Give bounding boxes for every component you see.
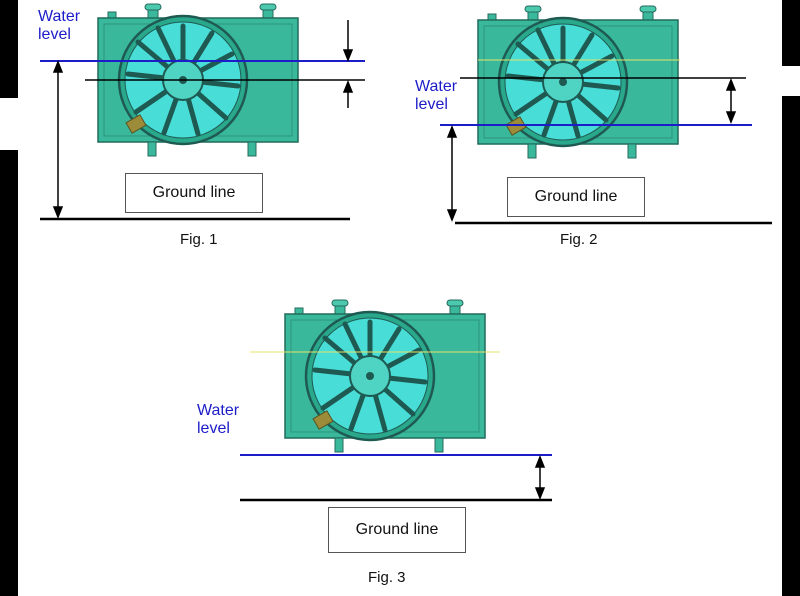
fig2-fan-unit [478,6,678,158]
fig3-water-label-line1: Water [197,402,240,419]
fig3-caption: Fig. 3 [368,569,406,586]
fig2-height-arrow [446,124,458,223]
fig1-ground-line-label: Ground line [125,173,263,213]
fig1-water-level-label: Water level [38,8,80,44]
fig3-fan-unit [285,300,485,452]
fig3-ground-line-label: Ground line [328,507,466,553]
fig2-caption: Fig. 2 [560,231,598,248]
fig3-gap-arrow [534,454,546,501]
fig2-water-label-line1: Water [415,78,458,95]
fig1-water-label-line2: level [38,26,71,43]
fig1-gap-arrows [342,20,354,108]
left-notch [0,98,18,150]
fig3-water-level-label: Water level [197,402,239,438]
fig1-height-arrow [52,59,64,220]
fig2-water-level-label: Water level [415,78,457,114]
fig1-caption: Fig. 1 [180,231,218,248]
fig2-ground-line-label: Ground line [507,177,645,217]
fig1-water-label-line1: Water [38,8,81,25]
fig2-water-label-line2: level [415,96,448,113]
fig2-gap-arrow [725,77,737,125]
fig3-water-label-line2: level [197,420,230,437]
right-notch [782,66,800,96]
